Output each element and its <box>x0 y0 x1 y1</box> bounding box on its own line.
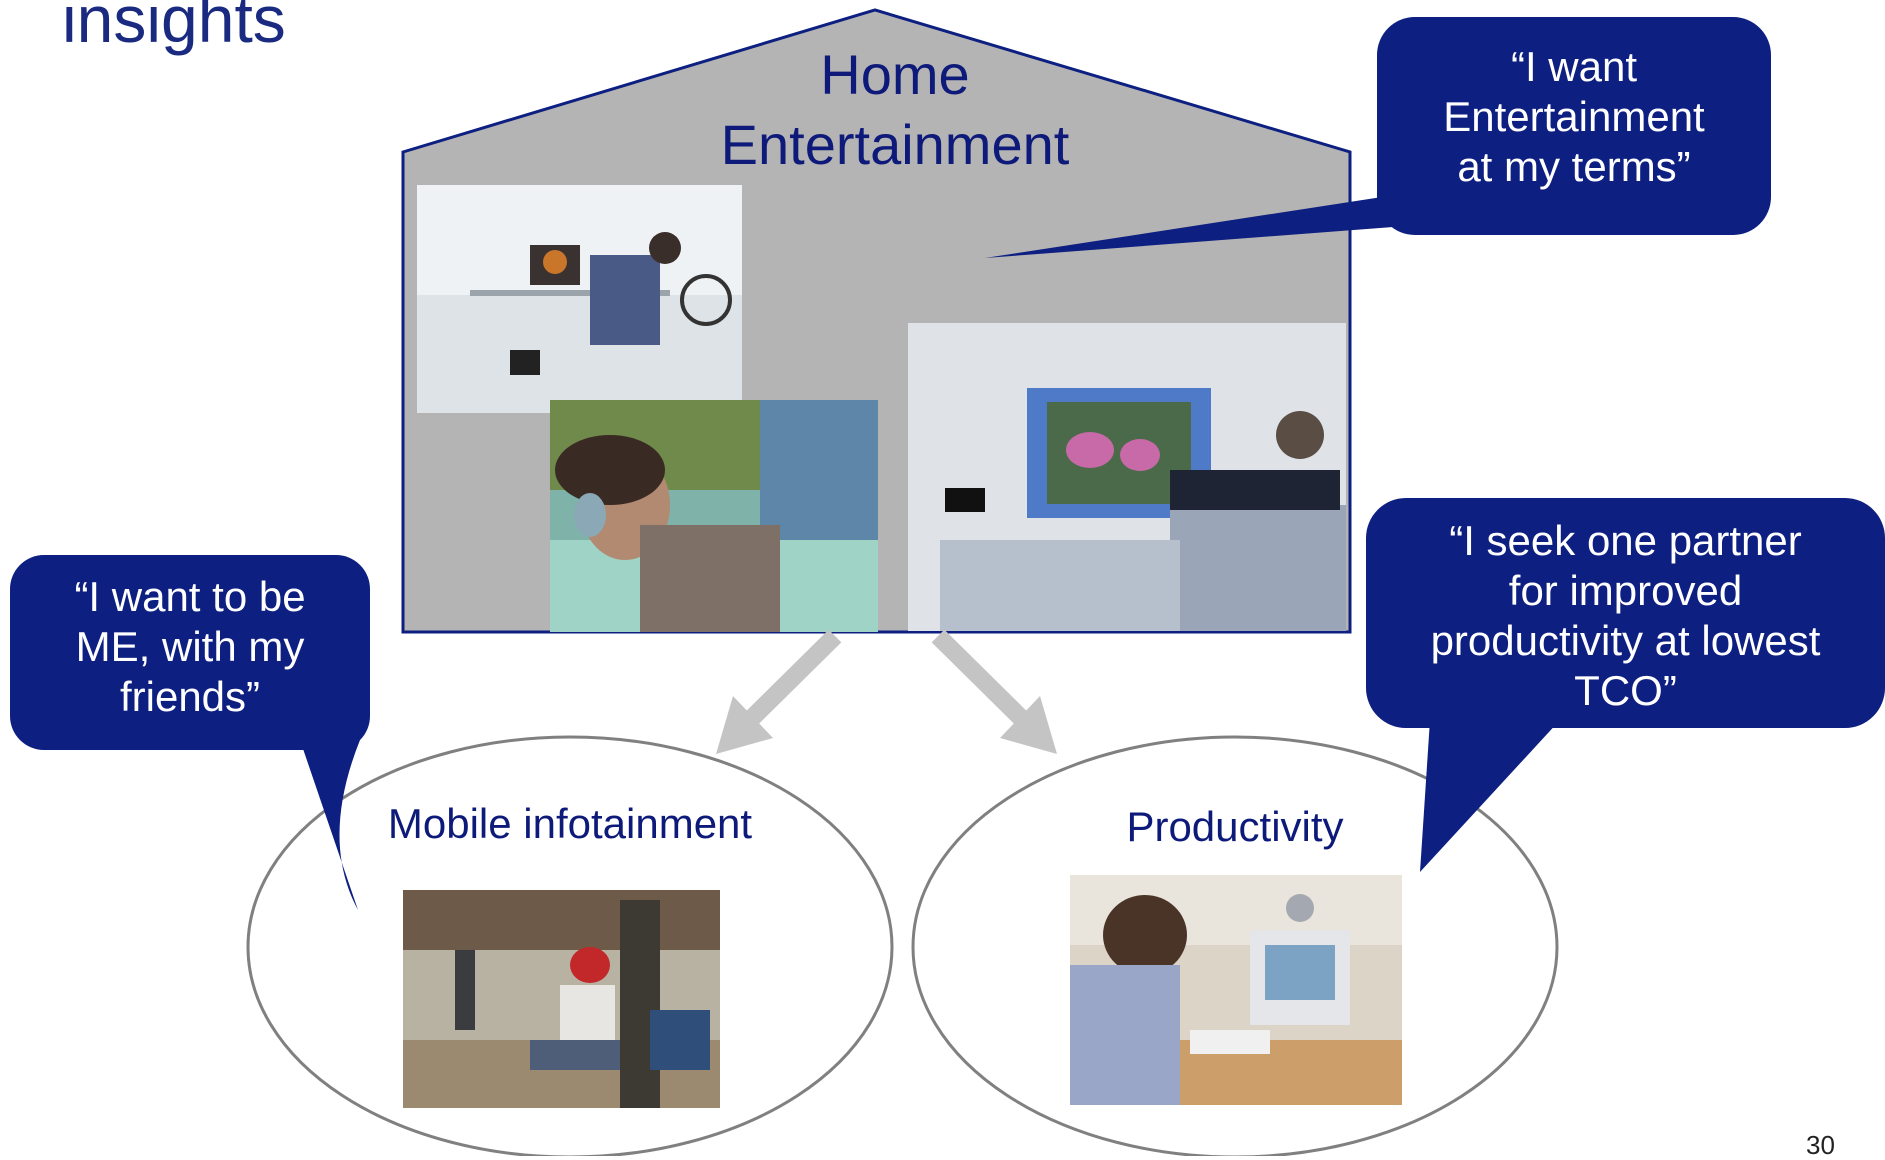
page-number: 30 <box>1806 1130 1835 1160</box>
bubble-productivity-line3: productivity at lowest <box>1430 617 1821 664</box>
house-title-line2: Entertainment <box>720 113 1070 176</box>
bubble-home-text: “I want Entertainment at my terms” <box>1377 42 1771 192</box>
photo-boy-platform <box>403 890 720 1108</box>
arrow-to-productivity <box>931 629 1057 754</box>
bubble-mobile-line3: friends” <box>119 673 261 720</box>
bubble-mobile-infotainment <box>10 555 370 910</box>
bubble-productivity <box>1366 498 1885 872</box>
oval-label-productivity: Productivity <box>1126 803 1344 850</box>
photo-woman-computer <box>1070 875 1402 1105</box>
bubble-home-line1: “I want <box>1510 43 1638 90</box>
bubble-productivity-line2: for improved <box>1508 567 1743 614</box>
oval-label-mobile: Mobile infotainment <box>387 800 753 847</box>
photo-flat-tv-man <box>908 323 1346 631</box>
house-title: Home Entertainment <box>630 40 1160 180</box>
bubble-productivity-line4: TCO” <box>1574 667 1677 714</box>
house-title-line1: Home <box>820 43 970 106</box>
bubble-productivity-text: “I seek one partner for improved product… <box>1366 516 1885 716</box>
bubble-mobile-line1: “I want to be <box>74 573 306 620</box>
photo-headphones-woman <box>550 400 878 632</box>
bubble-home-line2: Entertainment <box>1443 93 1705 140</box>
bubble-home-line3: at my terms” <box>1457 143 1691 190</box>
photo-living-room-bike <box>417 185 742 413</box>
arrow-to-mobile <box>716 629 842 754</box>
bubble-mobile-text: “I want to be ME, with my friends” <box>10 572 370 722</box>
bubble-mobile-line2: ME, with my <box>75 623 305 670</box>
page-title: insights <box>62 0 286 56</box>
bubble-productivity-line1: “I seek one partner <box>1449 517 1802 564</box>
bubble-home-entertainment <box>985 17 1771 258</box>
